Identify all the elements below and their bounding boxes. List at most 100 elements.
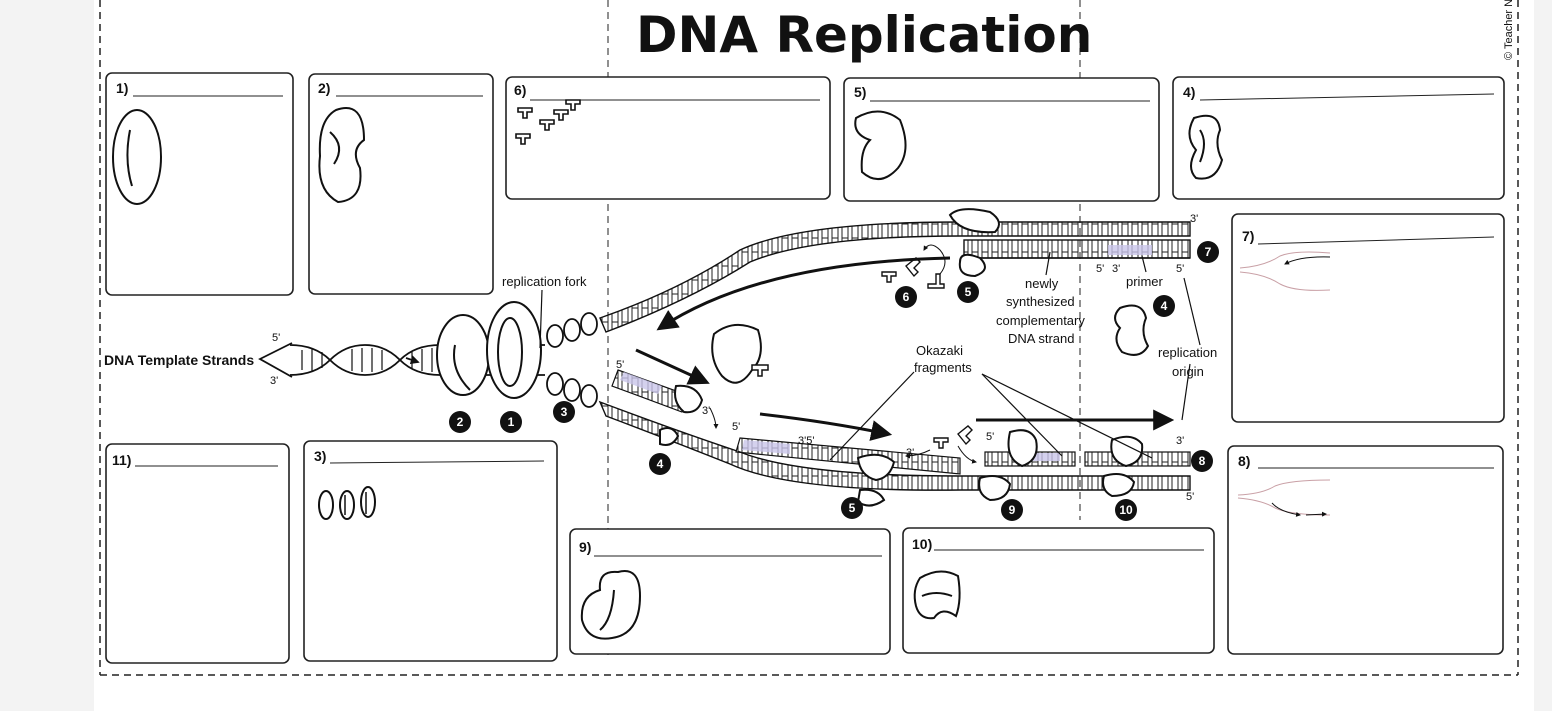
ssb-proteins	[546, 312, 598, 408]
svg-text:9: 9	[1009, 503, 1016, 517]
box-labels: 1) 2) 6) 5) 4) 7) 11) 3) 9) 10) 8)	[112, 80, 1495, 557]
page-title: DNA Replication	[636, 6, 1092, 64]
svg-text:5: 5	[965, 285, 972, 299]
marker-8: 8	[1191, 450, 1213, 472]
svg-text:10: 10	[1119, 503, 1133, 517]
label-dna-template: DNA Template Strands	[104, 352, 254, 368]
fork-enzymes	[436, 301, 598, 408]
end-5-lower: 5'	[616, 359, 624, 371]
label-origin: origin	[1172, 364, 1204, 379]
marker-3: 3	[553, 401, 575, 423]
numbered-markers: 2 1 3 4 5 9 10 8 7 6 5 4	[449, 241, 1219, 521]
box-4	[1172, 76, 1505, 200]
label-dna-strand: DNA strand	[1008, 331, 1074, 346]
marker-9: 9	[1001, 499, 1023, 521]
label-complementary: complementary	[996, 313, 1085, 328]
marker-5-upper: 5	[957, 281, 979, 303]
box-3	[303, 440, 558, 662]
topoisomerase-icon	[318, 107, 366, 204]
marker-10: 10	[1115, 499, 1137, 521]
marker-5-lower: 5	[841, 497, 863, 519]
direction-arrows	[635, 244, 1175, 464]
box-10-label: 10)	[912, 536, 932, 552]
answer-line-7[interactable]	[1257, 236, 1495, 245]
box-2-label: 2)	[318, 80, 330, 96]
dna-polymerase-icon	[854, 110, 907, 180]
dna-replication-diagram: DNA Replication © Teacher Name 1) 2) 6) …	[99, 0, 1519, 676]
lagging-strand-icon	[1239, 251, 1331, 291]
primase-icon	[1188, 114, 1224, 180]
diagram-labels: DNA Template Strands replication fork ne…	[104, 213, 1217, 503]
marker-6: 6	[895, 286, 917, 308]
box-8-label: 8)	[1238, 453, 1250, 469]
box-9	[569, 528, 891, 655]
marker-7: 7	[1197, 241, 1219, 263]
box-11	[105, 443, 290, 664]
end-5-mid: 5'	[986, 431, 994, 443]
end-5-okazaki: 5'	[732, 421, 740, 433]
box-3-label: 3)	[314, 448, 326, 464]
topoisomerase	[436, 314, 490, 396]
box-10	[902, 527, 1215, 654]
helicase	[486, 301, 542, 399]
leader-lines	[539, 251, 1201, 461]
end-3-primer: 3'	[1112, 263, 1120, 275]
label-synthesized: synthesized	[1006, 294, 1075, 309]
marker-4-lower: 4	[649, 453, 671, 475]
svg-text:3: 3	[561, 405, 568, 419]
svg-text:7: 7	[1205, 245, 1212, 259]
end-5-primer-right: 5'	[1176, 263, 1184, 275]
answer-line-4[interactable]	[1199, 93, 1495, 101]
box-4-label: 4)	[1183, 84, 1195, 100]
box-11-label: 11)	[112, 452, 131, 468]
svg-text:5: 5	[849, 501, 856, 515]
end-5-primer-left: 5'	[1096, 263, 1104, 275]
dna-polymerase-i-icon	[580, 570, 642, 640]
label-replication-fork: replication fork	[502, 274, 587, 289]
box-5-label: 5)	[854, 84, 866, 100]
ssb-proteins-icon	[318, 486, 376, 520]
box-9-label: 9)	[579, 539, 591, 555]
end-3-mid: 3'	[906, 447, 914, 459]
strand-enzymes	[659, 208, 1150, 507]
end-3-lower: 3'	[702, 405, 710, 417]
box-6-label: 6)	[514, 82, 526, 98]
marker-1: 1	[500, 411, 522, 433]
end-3-5-okazaki: 3'5'	[798, 435, 814, 447]
label-newly: newly	[1025, 276, 1059, 291]
end-5-bottom: 5'	[1186, 491, 1194, 503]
svg-text:8: 8	[1199, 454, 1206, 468]
svg-text:4: 4	[657, 457, 664, 471]
leading-strand-icon	[1237, 479, 1331, 517]
label-okazaki: Okazaki	[916, 343, 963, 358]
answer-boxes	[105, 72, 1505, 664]
box-icons	[112, 99, 1331, 640]
worksheet: DNA Replication © Teacher Name 1) 2) 6) …	[94, 0, 1534, 711]
marker-2: 2	[449, 411, 471, 433]
label-primer: primer	[1126, 274, 1164, 289]
box-1-label: 1)	[116, 80, 128, 96]
svg-text:4: 4	[1161, 299, 1168, 313]
box-6	[505, 76, 831, 200]
box-8	[1227, 445, 1504, 655]
primer-segment-top	[1108, 245, 1152, 255]
box-7	[1231, 213, 1505, 423]
lower-template-strand	[598, 369, 1191, 491]
label-replication: replication	[1158, 345, 1217, 360]
nucleotides-icon	[515, 99, 581, 145]
box-5	[843, 77, 1160, 202]
svg-text:2: 2	[457, 415, 464, 429]
svg-text:1: 1	[508, 415, 515, 429]
copyright-note: © Teacher Name	[1503, 0, 1515, 60]
upper-template-strand	[599, 221, 1191, 333]
end-3-template: 3'	[270, 375, 278, 387]
answer-line-3[interactable]	[329, 460, 545, 464]
svg-text:6: 6	[903, 290, 910, 304]
end-3-bottom: 3'	[1176, 435, 1184, 447]
label-fragments: fragments	[914, 360, 972, 375]
new-leading-strand	[963, 239, 1191, 259]
end-5-template: 5'	[272, 332, 280, 344]
ligase-icon	[913, 570, 961, 620]
end-3-top: 3'	[1190, 213, 1198, 225]
marker-4-upper: 4	[1153, 295, 1175, 317]
